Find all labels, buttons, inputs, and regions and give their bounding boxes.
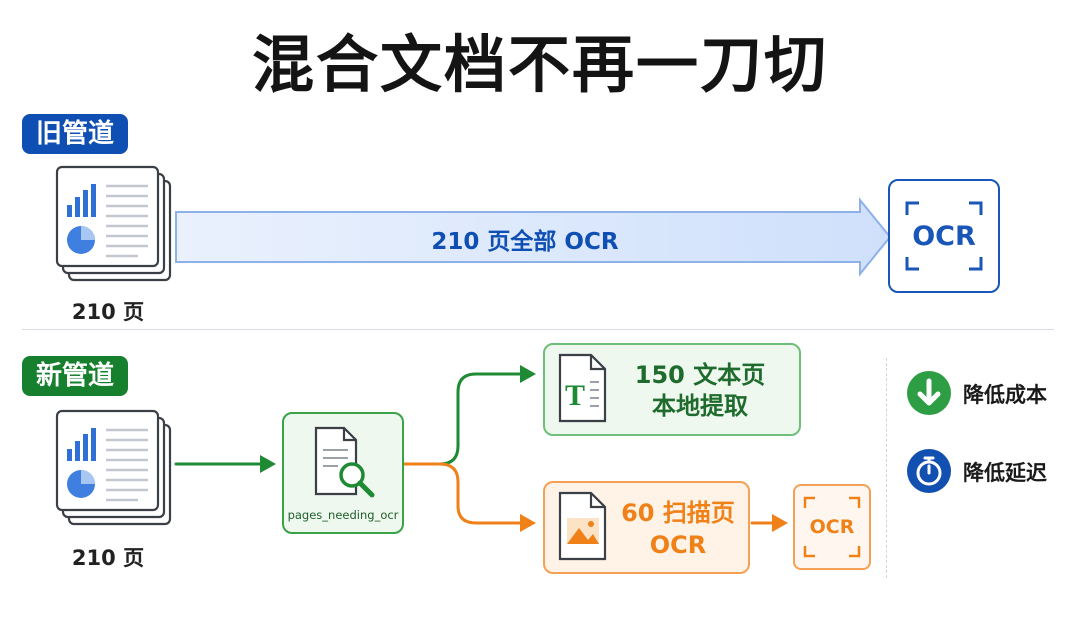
benefit-cost-label: 降低成本 (963, 383, 1047, 407)
old-ocr-label: OCR (912, 221, 976, 252)
filter-label: pages_needing_ocr (287, 508, 399, 522)
benefit-latency: 降低延迟 (906, 448, 1076, 494)
arrowhead-ocr (772, 514, 788, 532)
scan-pages-action: OCR (649, 531, 707, 559)
benefits-divider (886, 358, 887, 578)
scan-pages-count: 60 扫描页 (621, 499, 735, 527)
scan-frame-icon (803, 496, 861, 558)
new-document-stack-icon (55, 409, 172, 526)
arrowhead-image (520, 514, 536, 532)
old-doc-caption: 210 页 (71, 300, 145, 324)
stopwatch-icon (907, 449, 951, 493)
scan-pages-label: 60 扫描页 OCR (606, 497, 750, 561)
svg-text:T: T (565, 379, 585, 412)
connector-to-text-branch (403, 372, 524, 466)
text-pages-action: 本地提取 (652, 392, 748, 420)
arrowhead-text (520, 365, 536, 383)
document-search-icon (314, 426, 375, 498)
new-ocr-label: OCR (809, 516, 855, 538)
text-document-icon: T (558, 353, 607, 423)
benefit-latency-label: 降低延迟 (963, 461, 1047, 485)
old-ocr-all-arrow (175, 197, 892, 277)
page-title: 混合文档不再一刀切 (251, 28, 828, 101)
section-divider (22, 329, 1054, 330)
connector-to-image-branch (403, 462, 524, 525)
old-arrow-label: 210 页全部 OCR (431, 229, 619, 255)
scan-frame-icon (905, 201, 983, 271)
arrowhead-filter (260, 455, 276, 473)
benefit-cost: 降低成本 (906, 370, 1076, 416)
text-pages-label: 150 文本页 本地提取 (600, 360, 800, 422)
arrow-down-icon (907, 371, 951, 415)
new-doc-caption: 210 页 (71, 546, 145, 570)
old-document-stack-icon (55, 165, 172, 282)
image-document-icon (558, 491, 607, 561)
old-ocr-box: OCR (888, 179, 1000, 293)
old-pipeline-tag: 旧管道 (22, 114, 129, 154)
new-ocr-box: OCR (793, 484, 871, 570)
text-pages-count: 150 文本页 (634, 361, 766, 389)
new-pipeline-tag: 新管道 (22, 356, 129, 396)
